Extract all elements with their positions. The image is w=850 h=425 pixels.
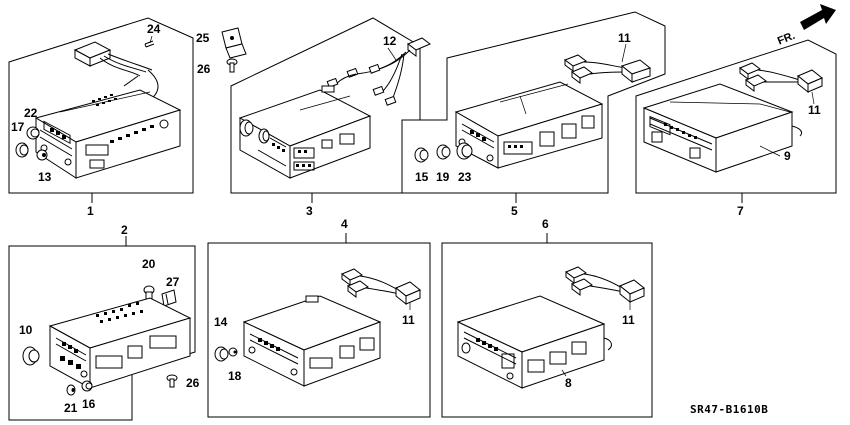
callout-11-p4: 11: [402, 313, 415, 327]
callout-24: 24: [147, 22, 161, 36]
bracket-25: [221, 27, 247, 59]
knob-15: [414, 147, 429, 163]
callout-22: 22: [24, 106, 38, 120]
radio-unit-3: [238, 85, 372, 179]
panel-group-4: 4 11: [207, 217, 431, 418]
callout-26-bottom: 26: [186, 376, 200, 390]
wiring-harness-11-p5: [563, 54, 652, 84]
callout-11-p6: 11: [622, 313, 635, 327]
wiring-harness-11-p4: [341, 268, 421, 306]
callout-12: 12: [383, 34, 397, 48]
wiring-connector-1: [73, 41, 159, 101]
knob-17: [15, 142, 29, 158]
knob-22: [26, 126, 40, 140]
diagram-code: SR47-B1610B: [690, 403, 768, 416]
callout-11-p5: 11: [618, 31, 631, 45]
callout-19: 19: [436, 170, 450, 184]
knob-16: [81, 380, 93, 392]
callout-8: 8: [565, 376, 572, 390]
callout-23: 23: [458, 170, 472, 184]
panel-group-5: 5 11: [401, 11, 666, 218]
panel-4-outline: [207, 242, 431, 418]
group-label-3: 3: [306, 204, 313, 218]
callout-9: 9: [784, 149, 791, 163]
callout-15: 15: [415, 170, 429, 184]
knob-23: [456, 142, 473, 160]
panel-group-3: 3 12: [230, 17, 431, 218]
callout-25: 25: [196, 31, 210, 45]
callout-16: 16: [82, 397, 96, 411]
panel-group-7: 7 11: [635, 39, 837, 218]
callout-21: 21: [64, 401, 78, 415]
vent-grid-1: [92, 94, 117, 106]
callout-14: 14: [214, 315, 228, 329]
wiring-harness-11-p6: [565, 266, 645, 304]
callout-17: 17: [11, 120, 25, 134]
bracket-27: [161, 289, 177, 307]
radio-unit-5: [454, 81, 604, 169]
group-label-2: 2: [121, 223, 128, 237]
group-label-4: 4: [341, 217, 348, 231]
group-label-1: 1: [87, 204, 94, 218]
panel-1-outline: [8, 17, 194, 194]
knob-13: [36, 149, 48, 161]
radio-unit-7: [642, 83, 803, 173]
knob-10: [22, 346, 40, 366]
knob-14: [214, 346, 229, 362]
callout-18: 18: [228, 369, 242, 383]
callout-20: 20: [142, 257, 156, 271]
clip-20: [143, 285, 155, 300]
vent-grid-2: [96, 302, 143, 323]
screw-26-top: [226, 58, 238, 73]
radio-unit-4: [242, 295, 382, 387]
group-label-6: 6: [542, 217, 549, 231]
wiring-harness-11-p7: [739, 62, 823, 94]
wiring-harness-12: [326, 37, 431, 106]
group-label-7: 7: [737, 204, 744, 218]
screw-26-bottom: [166, 374, 178, 388]
panel-group-2: 2 20 27: [8, 223, 196, 421]
callout-11-p7: 11: [808, 103, 821, 117]
panel-5-outline: [401, 11, 666, 194]
knob-18: [228, 347, 238, 357]
radio-unit-2: [48, 297, 192, 389]
panel-7-outline: [635, 39, 837, 194]
callout-13: 13: [38, 170, 52, 184]
callout-26-top: 26: [197, 62, 211, 76]
radio-unit-6: [456, 295, 612, 389]
radio-unit-1: [34, 89, 182, 179]
group-label-5: 5: [511, 204, 518, 218]
knob-21: [66, 384, 76, 396]
callout-10: 10: [19, 323, 33, 337]
knob-19: [436, 144, 451, 160]
panel-group-6: 6 11: [441, 217, 653, 418]
pin-24: [144, 40, 155, 48]
callout-27: 27: [166, 275, 180, 289]
panel-group-1: 1 24: [8, 17, 194, 218]
